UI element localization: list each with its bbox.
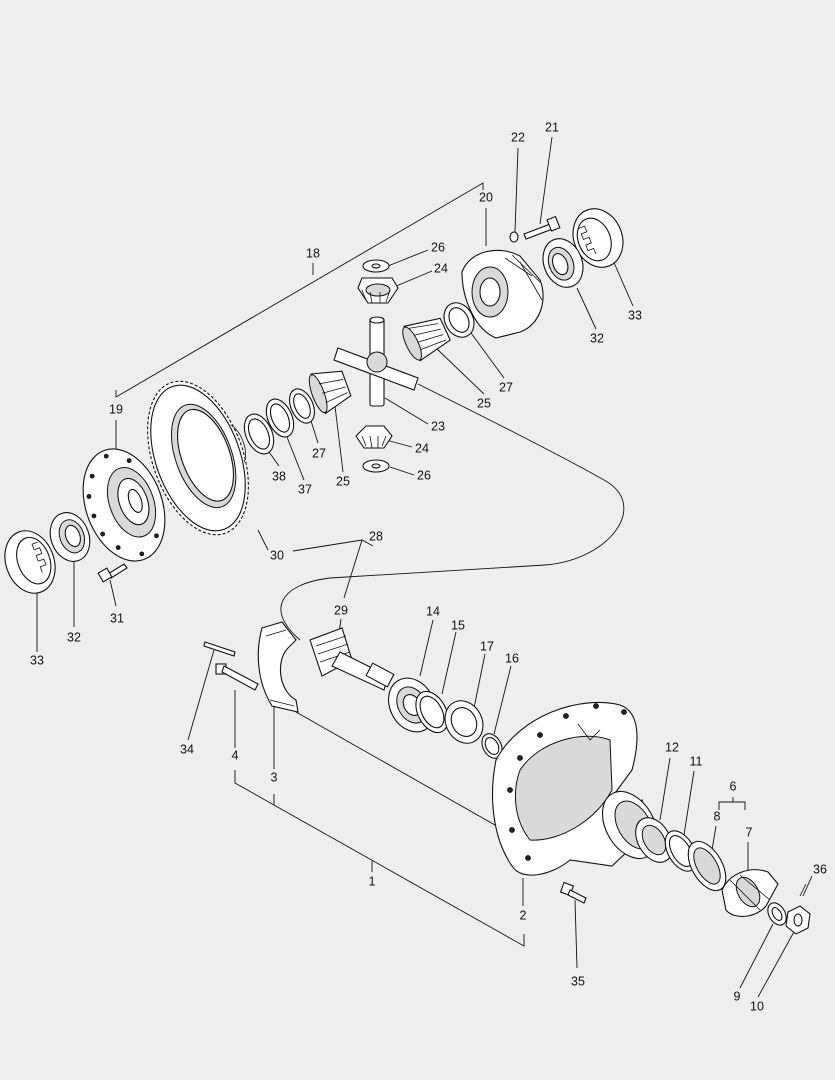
callout-14: 14 <box>426 604 440 618</box>
callout-25-lower: 25 <box>336 474 350 488</box>
callout-32-upper: 32 <box>590 331 604 345</box>
callout-32-lower: 32 <box>67 630 81 644</box>
callout-38: 38 <box>272 469 286 483</box>
differential-case-half <box>461 249 544 339</box>
washer-upper <box>509 231 519 243</box>
roller-bearing-upper-right <box>542 238 584 288</box>
leader-lines <box>36 136 813 998</box>
callout-28: 28 <box>369 529 383 543</box>
bolt-upper <box>523 215 561 240</box>
thrust-washer-upper <box>362 259 390 273</box>
callout-6: 6 <box>730 779 737 793</box>
callout-3: 3 <box>271 770 278 784</box>
thrust-washer-lower <box>362 459 390 473</box>
bearing-cup-lower-left <box>4 530 56 594</box>
shim-37 <box>265 398 295 438</box>
housing-bolt <box>559 881 587 904</box>
callout-10: 10 <box>750 999 764 1013</box>
side-gear-lower <box>308 370 352 415</box>
callout-12: 12 <box>665 740 679 754</box>
callout-8: 8 <box>714 809 721 823</box>
callout-22: 22 <box>511 130 525 144</box>
spacer-ring <box>415 690 449 734</box>
callout-21: 21 <box>545 120 559 134</box>
flange-nut <box>785 905 811 935</box>
pinion-bearing-cup <box>444 700 484 744</box>
bearing-cup-upper-right <box>572 208 624 268</box>
callout-2: 2 <box>520 908 527 922</box>
callout-19: 19 <box>109 402 123 416</box>
cotter-pin <box>799 883 807 897</box>
drive-flange <box>721 869 779 917</box>
bearing-cap <box>257 621 299 713</box>
callout-27-upper: 27 <box>499 380 513 394</box>
callout-23: 23 <box>431 419 445 433</box>
dowel-pin <box>203 641 236 657</box>
shim-38 <box>243 413 275 455</box>
side-gear-upper <box>402 317 451 362</box>
pinion-shim <box>481 733 503 759</box>
flange-washer <box>767 902 787 926</box>
callout-31: 31 <box>110 611 124 625</box>
callout-18: 18 <box>306 246 320 260</box>
callout-25-upper: 25 <box>477 396 491 410</box>
callout-26-upper: 26 <box>431 240 445 254</box>
callout-4: 4 <box>232 748 239 762</box>
callout-16: 16 <box>505 651 519 665</box>
drive-pinion <box>309 627 395 691</box>
bearing-cap-bolt <box>215 663 259 691</box>
oil-seal <box>687 840 727 892</box>
callout-33-lower: 33 <box>30 653 44 667</box>
callout-24-lower: 24 <box>415 441 429 455</box>
callout-35: 35 <box>571 974 585 988</box>
callout-9: 9 <box>734 989 741 1003</box>
thrust-washer-ring-upper <box>443 302 475 338</box>
thrust-washer-lower-27 <box>289 388 315 424</box>
callout-17: 17 <box>480 639 494 653</box>
callout-11: 11 <box>690 754 703 768</box>
differential-case-flange <box>82 448 166 562</box>
ring-gear-bolt <box>97 563 128 583</box>
roller-bearing-lower-left <box>49 512 91 562</box>
callout-labels: 1 2 3 4 6 7 8 9 10 11 12 14 15 16 17 18 … <box>30 120 827 1013</box>
callout-27-lower: 27 <box>312 446 326 460</box>
pinion-gear-upper <box>357 277 399 304</box>
callout-20: 20 <box>479 190 493 204</box>
callout-7: 7 <box>746 825 753 839</box>
callout-24-upper: 24 <box>434 261 448 275</box>
callout-37: 37 <box>298 482 312 496</box>
callout-26-lower: 26 <box>417 468 431 482</box>
callout-30: 30 <box>270 548 284 562</box>
callout-1: 1 <box>369 874 376 888</box>
callout-34: 34 <box>180 742 194 756</box>
callout-15: 15 <box>451 618 465 632</box>
callout-29: 29 <box>334 603 348 617</box>
pinion-gear-lower <box>355 425 393 449</box>
cross-shaft-spider <box>333 316 419 407</box>
callout-33-upper: 33 <box>628 308 642 322</box>
callout-36: 36 <box>813 862 827 876</box>
outer-pinion-bearing <box>635 817 673 863</box>
ring-gear <box>147 380 249 536</box>
